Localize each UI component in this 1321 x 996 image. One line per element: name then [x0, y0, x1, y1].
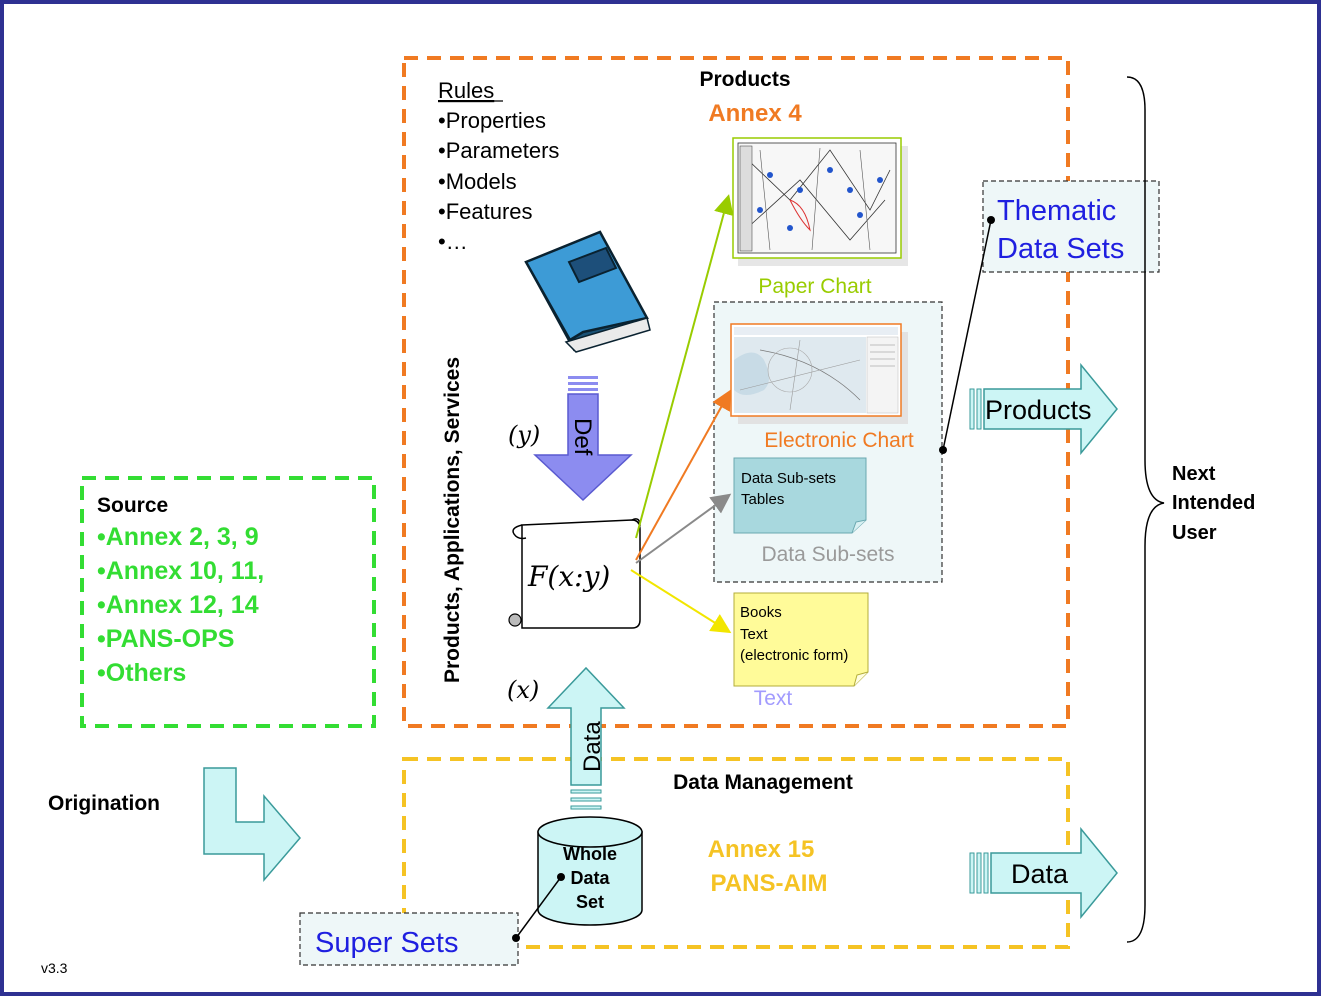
whole-data-set-line: Set: [576, 892, 604, 912]
super-sets-connector: [515, 876, 562, 939]
text-output-note-fold: [853, 671, 869, 687]
paper-chart-thumbnail: [732, 137, 908, 266]
x-label: (x): [507, 676, 539, 704]
source-item: •Annex 10, 11,: [97, 557, 264, 585]
thematic-data-sets-box: [982, 180, 1160, 273]
next-user-line: User: [1172, 522, 1217, 544]
super-sets-label: Super Sets: [315, 927, 458, 959]
connector-dot: [557, 873, 565, 881]
data-arrow-label: Data: [579, 721, 606, 772]
data-up-arrow: [546, 666, 626, 810]
book-icon: [524, 230, 651, 353]
y-label: (y): [508, 421, 540, 449]
arrow-to-data-subsets: [635, 493, 732, 564]
products-vertical-label: Products, Applications, Services: [441, 357, 464, 683]
thematic-line: Data Sets: [997, 233, 1124, 265]
products-arrow-label: Products: [985, 395, 1092, 425]
products-arrow: [969, 362, 1118, 456]
arrow-to-paper-chart: [635, 194, 734, 539]
super-sets-box: [299, 912, 519, 966]
data-out-arrow-label: Data: [1011, 859, 1069, 889]
products-annex: Annex 4: [708, 100, 802, 127]
rules-item: •Properties: [438, 108, 546, 133]
def-arrow: [533, 376, 633, 502]
text-output-note-line: Text: [740, 626, 768, 643]
thematic-line: Thematic: [997, 195, 1116, 227]
source-title: Source: [97, 494, 168, 517]
next-user-brace: [1126, 76, 1165, 943]
function-label: F(x:y): [527, 560, 610, 593]
data-management-title: Data Management: [673, 771, 853, 794]
def-label: Def: [569, 418, 596, 456]
source-item: •Others: [97, 659, 186, 687]
data-subsets-note-line: Data Sub-sets: [741, 470, 836, 487]
whole-data-set-line: Whole: [563, 844, 617, 864]
rules-item: •…: [438, 229, 468, 254]
paper-chart-label: Paper Chart: [758, 275, 871, 298]
connector-dot: [987, 216, 995, 224]
rules-item: •Models: [438, 169, 517, 194]
source-box: [80, 476, 376, 728]
arrow-to-electronic-chart: [635, 389, 731, 561]
source-item: •Annex 12, 14: [97, 591, 259, 619]
data-management-box: [402, 757, 1070, 949]
origination-label: Origination: [48, 792, 160, 815]
data-management-annex: Annex 15: [708, 836, 815, 863]
connector-dot: [512, 934, 520, 942]
connector-dot: [939, 446, 947, 454]
rules-item: •Features: [438, 199, 533, 224]
arrow-to-text: [630, 569, 732, 634]
data-management-pans: PANS-AIM: [711, 870, 828, 897]
rules-heading: Rules: [438, 78, 494, 103]
data-subsets-note-fold: [851, 519, 867, 534]
electronic-chart-thumbnail: [730, 323, 908, 424]
text-output-note-line: Books: [740, 604, 782, 621]
electronic-chart-label: Electronic Chart: [764, 429, 914, 452]
rules-item: •Parameters: [438, 138, 559, 163]
text-output-note-line: (electronic form): [740, 647, 848, 664]
source-item: •Annex 2, 3, 9: [97, 523, 259, 551]
function-scroll: [508, 518, 641, 629]
products-title: Products: [699, 68, 790, 91]
text-output-label: Text: [754, 687, 793, 710]
data-out-arrow: [969, 826, 1118, 920]
data-subsets-note-line: Tables: [741, 491, 784, 508]
whole-data-set-cylinder: [537, 816, 643, 926]
version-label: v3.3: [41, 960, 68, 976]
data-subsets-label: Data Sub-sets: [761, 543, 894, 566]
origination-arrow: [203, 767, 301, 883]
source-item: •PANS-OPS: [97, 625, 234, 653]
whole-data-set-line: Data: [570, 868, 610, 888]
next-user-line: Next: [1172, 463, 1216, 485]
next-user-line: Intended: [1172, 492, 1255, 514]
thematic-connector: [942, 219, 992, 451]
